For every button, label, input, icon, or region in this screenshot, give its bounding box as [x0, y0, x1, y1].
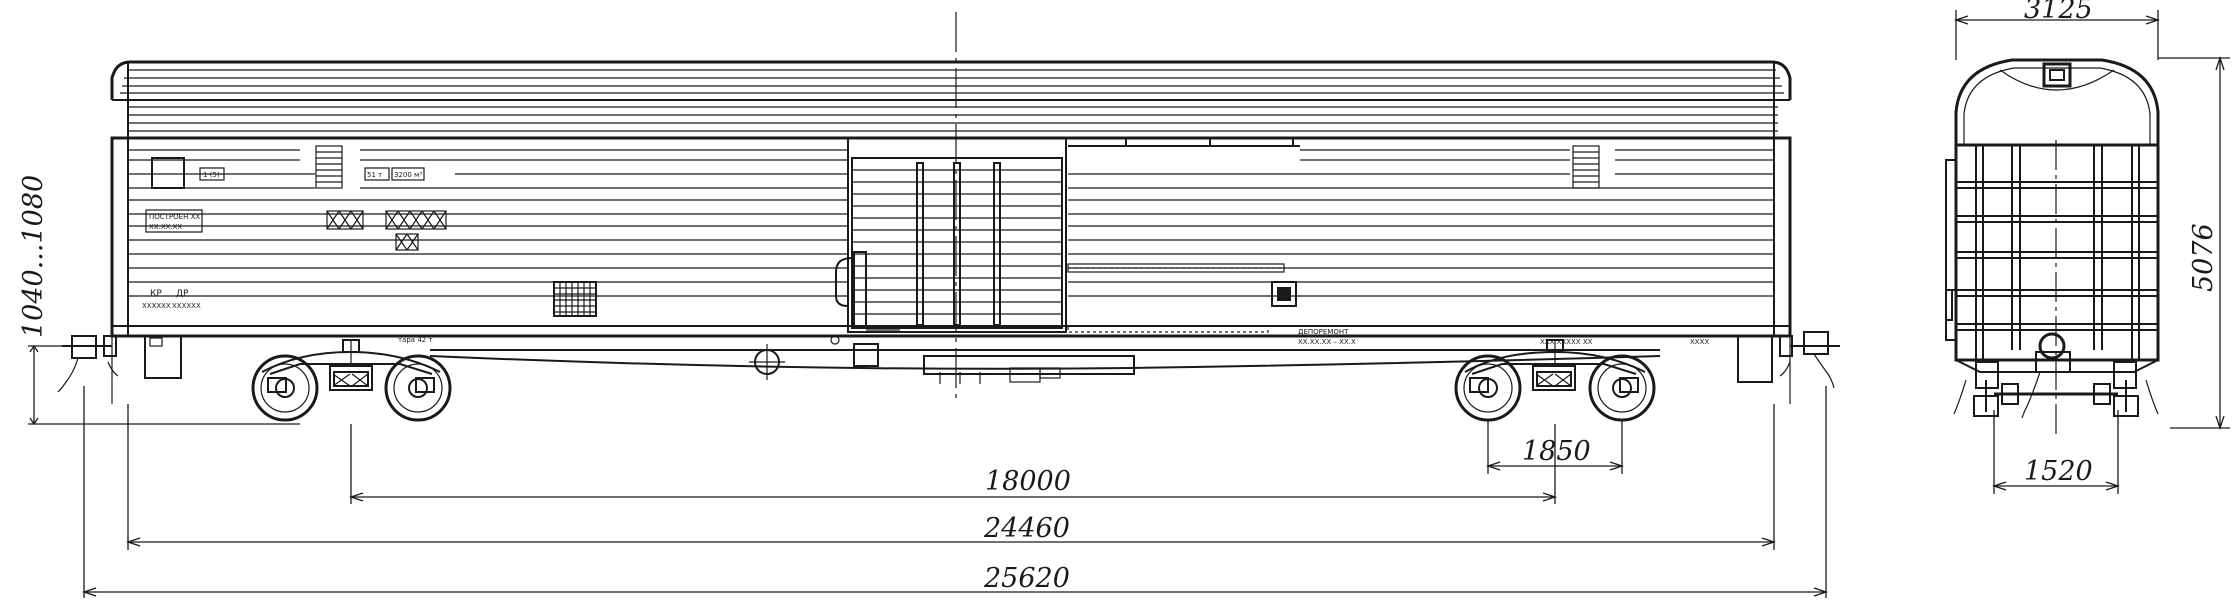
repair-mark: ХХХ ХХХХХ ХХ	[1540, 338, 1593, 346]
bogie-right	[1454, 339, 1656, 422]
capacity-plate	[199, 167, 225, 181]
bogie-centers-dim: 18000	[985, 466, 1071, 497]
sliding-door	[835, 137, 1067, 333]
car-width-dim: 3125	[2024, 0, 2093, 25]
side-view: 1 (5) 51 т 3200 м³ ПОСТРОЕН ХХ ХХ.ХХ.ХХ …	[57, 12, 1840, 422]
kr-value: ХХХХХХ	[142, 302, 171, 310]
coupler-length-dim: 25620	[983, 563, 1070, 594]
car-height-dim: 5076	[2188, 223, 2219, 292]
vent-grille-left	[315, 145, 343, 189]
track-gauge-dim: 1520	[2024, 456, 2093, 487]
side-indicator	[830, 335, 840, 345]
roof-hatch	[2042, 62, 2072, 88]
built-plate	[145, 209, 203, 233]
car-body	[110, 62, 1792, 338]
body-corrugations	[128, 149, 1774, 297]
door-rail-brackets	[1068, 138, 1300, 147]
ownership-mark: 1 (5)	[203, 171, 220, 179]
side-handle-box	[1271, 281, 1297, 307]
vent-grille-right	[1572, 145, 1600, 189]
volume-mark: 3200 м³	[394, 171, 422, 179]
built-date: ХХ.ХХ.ХХ	[149, 223, 182, 231]
end-view: 3125 5076 1520	[1945, 0, 2230, 494]
tare-mark: тара 42 т	[398, 336, 433, 344]
end-underframe	[1953, 332, 2159, 419]
kr-label: КР	[150, 289, 162, 299]
cross-marks	[326, 210, 447, 251]
ownership-plate	[151, 157, 185, 189]
car-number-mark: ХХХХ	[1690, 338, 1709, 346]
brake-cylinder	[749, 344, 785, 380]
left-end-hardware	[57, 330, 182, 404]
service-label: ДЕПОРЕМОНТ	[1298, 328, 1349, 336]
bogie-left	[251, 339, 452, 422]
car-roof	[110, 60, 1792, 101]
door-track-rail	[866, 263, 1285, 333]
roof-ribs	[120, 69, 1784, 132]
body-length-dim: 24460	[983, 513, 1070, 544]
built-label: ПОСТРОЕН ХХ	[149, 213, 200, 221]
load-capacity-mark: 51 т	[367, 171, 382, 179]
wheelbase-dim: 1850	[1522, 436, 1591, 467]
underframe	[429, 343, 1661, 384]
end-stiffeners	[1956, 181, 2158, 331]
right-end-hardware	[1737, 330, 1840, 404]
dr-label: ДР	[176, 289, 189, 299]
service-value: ХХ.ХХ.ХХ – ХХ.Х	[1298, 338, 1356, 346]
side-dimensions: 1040...1080 18000 1850 24460 25620	[18, 175, 1829, 598]
hatched-panel	[553, 281, 597, 317]
dr-value: ХХХХХХ	[172, 302, 201, 310]
coupler-height-dim: 1040...1080	[18, 175, 49, 338]
